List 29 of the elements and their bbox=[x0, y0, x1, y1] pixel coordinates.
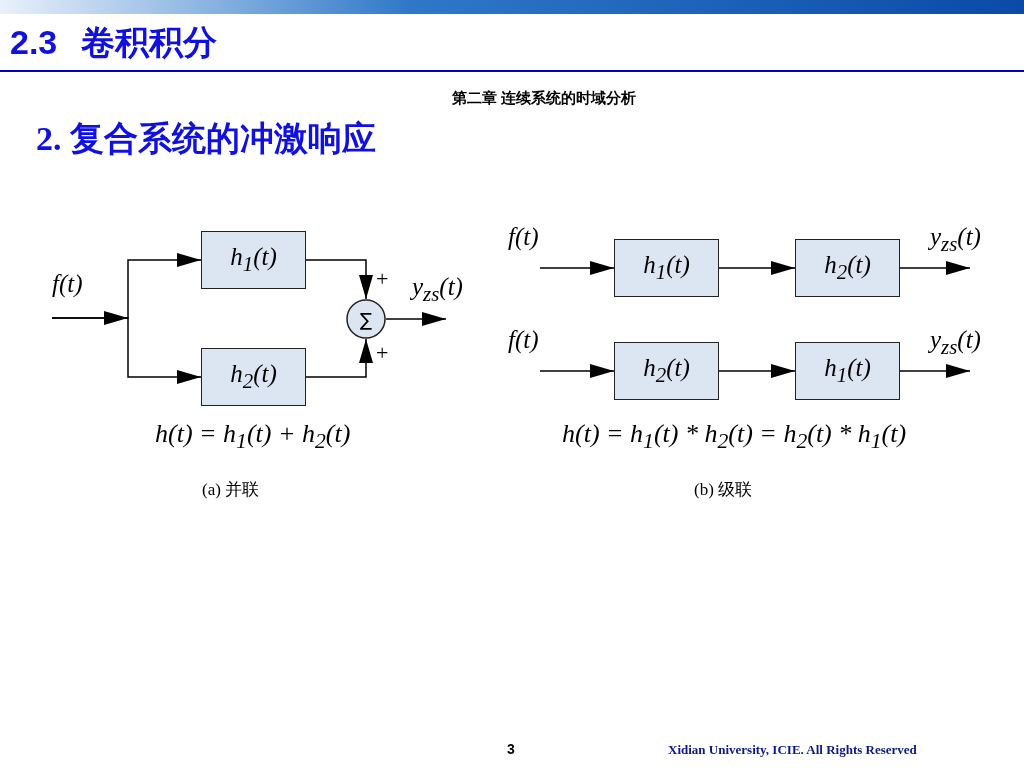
plus-sign: + bbox=[376, 266, 389, 292]
system-block: h$_{2}$(t) bbox=[795, 239, 900, 297]
arrow bbox=[718, 364, 796, 378]
equation: h(t) = h$_{1}$(t) * h$_{2}$(t) = h$_{2}$(t) * h$_{1}$(t) bbox=[562, 419, 907, 455]
signal-label: f(t) bbox=[52, 270, 83, 298]
arrow bbox=[718, 261, 796, 275]
arrow bbox=[899, 364, 971, 378]
subfigure-caption: (a) 并联 bbox=[202, 479, 260, 501]
system-block: h$_{2}$(t) bbox=[201, 348, 306, 406]
arrow bbox=[899, 261, 971, 275]
system-block: h$_{1}$(t) bbox=[614, 239, 719, 297]
arrow bbox=[305, 338, 373, 378]
equation: h(t) = h$_{1}$(t) + h$_{2}$(t) bbox=[155, 419, 351, 455]
system-block: h$_{2}$(t) bbox=[614, 342, 719, 400]
arrow bbox=[305, 259, 373, 300]
chapter-heading: 第二章 连续系统的时域分析 bbox=[452, 89, 637, 108]
footer-text: Xidian University, ICIE. All Rights Reserved bbox=[668, 742, 917, 758]
subfigure-caption: (b) 级联 bbox=[694, 479, 753, 501]
section-heading: 2. 复合系统的冲激响应 bbox=[36, 119, 376, 159]
arrow bbox=[539, 364, 615, 378]
system-block: h$_{1}$(t) bbox=[795, 342, 900, 400]
arrow bbox=[385, 312, 447, 326]
page-number: 3 bbox=[507, 741, 515, 757]
system-block: h$_{1}$(t) bbox=[201, 231, 306, 289]
slide-title: 2.3 卷积积分 bbox=[10, 22, 217, 63]
arrow bbox=[539, 261, 615, 275]
summing-junction: ∑ bbox=[346, 299, 386, 339]
arrow bbox=[51, 317, 202, 384]
plus-sign: + bbox=[376, 340, 389, 366]
